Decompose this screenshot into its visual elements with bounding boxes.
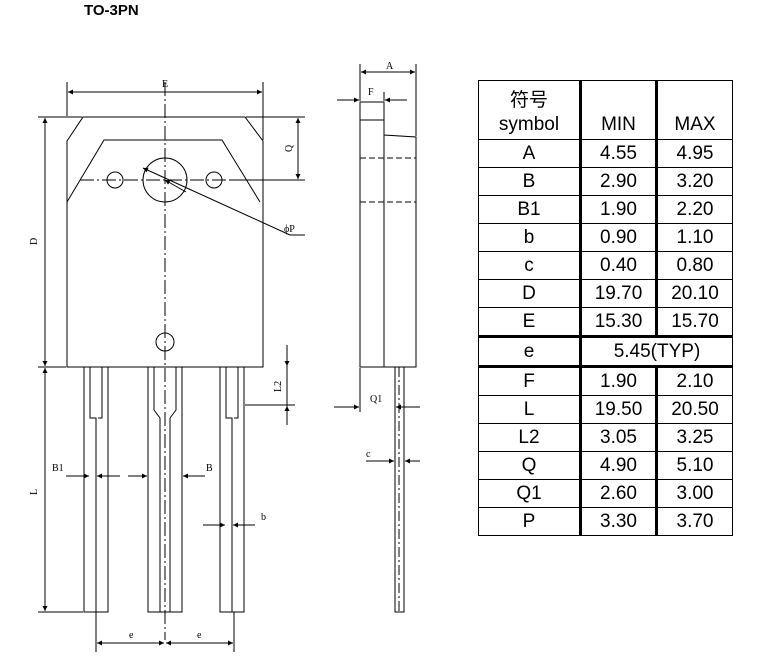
cell-min: 15.30 <box>579 307 657 337</box>
label-A: A <box>386 61 394 72</box>
cell-max: 4.95 <box>655 139 733 168</box>
header-symbol-en: symbol <box>498 114 560 135</box>
cell-min: 0.40 <box>579 251 657 280</box>
label-phiP: ϕP <box>284 224 295 235</box>
label-E: E <box>162 79 168 90</box>
header-max: MAX <box>655 80 733 140</box>
cell-symbol: c <box>478 251 581 280</box>
label-B1: B1 <box>52 463 64 474</box>
cell-max: 2.10 <box>655 366 733 396</box>
cell-symbol: F <box>478 366 581 396</box>
cell-max: 1.10 <box>655 223 733 252</box>
cell-min: 3.05 <box>579 423 657 452</box>
header-symbol: 符号 symbol <box>478 80 581 140</box>
front-view <box>38 82 305 652</box>
cell-symbol: B <box>478 167 581 196</box>
cell-max: 5.10 <box>655 451 733 480</box>
cell-max: 15.70 <box>655 307 733 337</box>
side-view <box>334 64 420 613</box>
cell-max: 3.70 <box>655 507 733 536</box>
cell-symbol: L2 <box>478 423 581 452</box>
cell-max: 3.00 <box>655 479 733 508</box>
cell-symbol: Q1 <box>478 479 581 508</box>
cell-max: 3.25 <box>655 423 733 452</box>
cell-min: 2.60 <box>579 479 657 508</box>
leads <box>83 367 245 613</box>
label-c: c <box>366 449 371 460</box>
cell-min: 3.30 <box>579 507 657 536</box>
label-L: L <box>29 489 40 495</box>
cell-symbol: L <box>478 395 581 424</box>
side-body <box>359 101 417 368</box>
cell-max: 3.20 <box>655 167 733 196</box>
cell-symbol: e <box>478 335 581 368</box>
header-symbol-cn: 符号 <box>509 90 548 111</box>
cell-max: 20.10 <box>655 279 733 308</box>
label-Q: Q <box>284 144 295 152</box>
table-header-row: 符号 symbol MIN MAX <box>478 80 733 140</box>
label-e-right: e <box>197 630 202 641</box>
cell-symbol: E <box>478 307 581 337</box>
cell-symbol: b <box>478 223 581 252</box>
tab-trapezoid <box>66 139 261 203</box>
label-D: D <box>29 238 40 245</box>
cell-min: 2.90 <box>579 167 657 196</box>
cell-max: 20.50 <box>655 395 733 424</box>
cell-min: 19.70 <box>579 279 657 308</box>
label-F: F <box>368 87 374 98</box>
cell-symbol: Q <box>478 451 581 480</box>
cell-max: 0.80 <box>655 251 733 280</box>
cell-max: 2.20 <box>655 195 733 224</box>
cell-symbol: P <box>478 507 581 536</box>
label-e-left: e <box>129 630 134 641</box>
cell-min: 4.55 <box>579 139 657 168</box>
cell-symbol: A <box>478 139 581 168</box>
label-b: b <box>261 512 266 523</box>
table-row-typ: e 5.45(TYP) <box>478 335 733 368</box>
cell-min: 19.50 <box>579 395 657 424</box>
label-Q1: Q1 <box>370 394 382 405</box>
cell-typ-value: 5.45(TYP) <box>579 335 733 368</box>
cell-min: 0.90 <box>579 223 657 252</box>
cell-symbol: D <box>478 279 581 308</box>
label-B: B <box>206 463 213 474</box>
header-min: MIN <box>579 80 657 140</box>
side-lead <box>394 367 405 613</box>
body-outline <box>66 116 264 368</box>
cell-symbol: B1 <box>478 195 581 224</box>
cell-min: 1.90 <box>579 366 657 396</box>
cell-min: 1.90 <box>579 195 657 224</box>
package-title: TO-3PN <box>84 2 139 19</box>
cell-min: 4.90 <box>579 451 657 480</box>
label-L2: L2 <box>273 381 284 392</box>
